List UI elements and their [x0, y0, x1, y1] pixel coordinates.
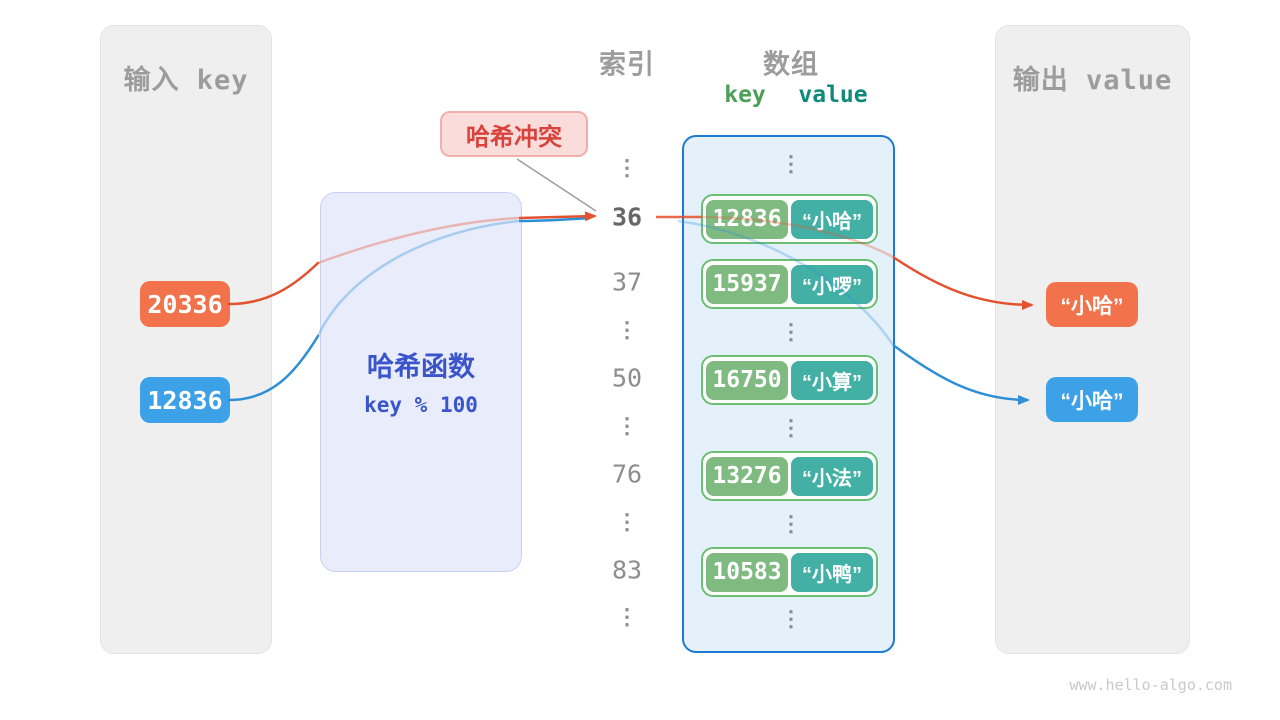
array-column-title: 数组: [763, 49, 819, 80]
hash-function-title: 哈希函数: [367, 352, 475, 382]
array-key-header: key: [724, 82, 766, 108]
array-row-36: 12836 “小哈”: [701, 194, 878, 244]
collision-leader-line: [516, 158, 597, 212]
output-panel-title: 输出 value: [1012, 65, 1173, 96]
index-37: 37: [611, 267, 643, 297]
array-ellipsis: ⋮: [780, 511, 802, 536]
output-panel: 输出 value: [995, 25, 1190, 654]
array-key-cell: 15937: [706, 264, 788, 304]
index-ellipsis: ⋮: [616, 317, 638, 342]
index-column-title: 索引: [599, 49, 655, 80]
array-value-cell: “小鸭”: [791, 552, 873, 592]
index-83: 83: [611, 555, 643, 585]
array-ellipsis: ⋮: [780, 319, 802, 344]
hash-function-formula: key % 100: [364, 393, 478, 417]
orange-to-index-arrow: [518, 211, 597, 222]
array-key-cell: 10583: [706, 552, 788, 592]
array-value-cell: “小哈”: [791, 199, 873, 239]
array-key-cell: 12836: [706, 199, 788, 239]
array-value-header: value: [798, 82, 868, 108]
array-row-50: 16750 “小算”: [701, 355, 878, 405]
input-panel-title: 输入 key: [123, 65, 249, 96]
array-container: ⋮ 12836 “小哈” 15937 “小啰” ⋮ 16750 “小算” ⋮ 1…: [682, 135, 895, 653]
output-value-box-orange: “小哈”: [1046, 282, 1138, 327]
index-50: 50: [611, 363, 643, 393]
index-ellipsis: ⋮: [616, 155, 638, 180]
hash-function-box: 哈希函数 key % 100: [320, 192, 522, 572]
input-panel: 输入 key: [100, 25, 272, 654]
index-ellipsis: ⋮: [616, 413, 638, 438]
array-row-37: 15937 “小啰”: [701, 259, 878, 309]
index-76: 76: [611, 459, 643, 489]
array-row-76: 13276 “小法”: [701, 451, 878, 501]
input-key-box-blue: 12836: [140, 377, 230, 423]
blue-to-index-arrow: [518, 216, 591, 223]
hash-collision-label: 哈希冲突: [440, 111, 588, 157]
array-ellipsis: ⋮: [780, 151, 802, 176]
array-value-cell: “小算”: [791, 360, 873, 400]
index-36: 36: [611, 202, 643, 232]
array-ellipsis: ⋮: [780, 415, 802, 440]
array-key-cell: 16750: [706, 360, 788, 400]
array-value-cell: “小啰”: [791, 264, 873, 304]
output-value-box-blue: “小哈”: [1046, 377, 1138, 422]
array-ellipsis: ⋮: [780, 606, 802, 631]
watermark: www.hello-algo.com: [1069, 676, 1232, 694]
array-row-83: 10583 “小鸭”: [701, 547, 878, 597]
array-key-cell: 13276: [706, 456, 788, 496]
array-value-cell: “小法”: [791, 456, 873, 496]
index-ellipsis: ⋮: [616, 604, 638, 629]
index-ellipsis: ⋮: [616, 509, 638, 534]
input-key-box-orange: 20336: [140, 281, 230, 327]
